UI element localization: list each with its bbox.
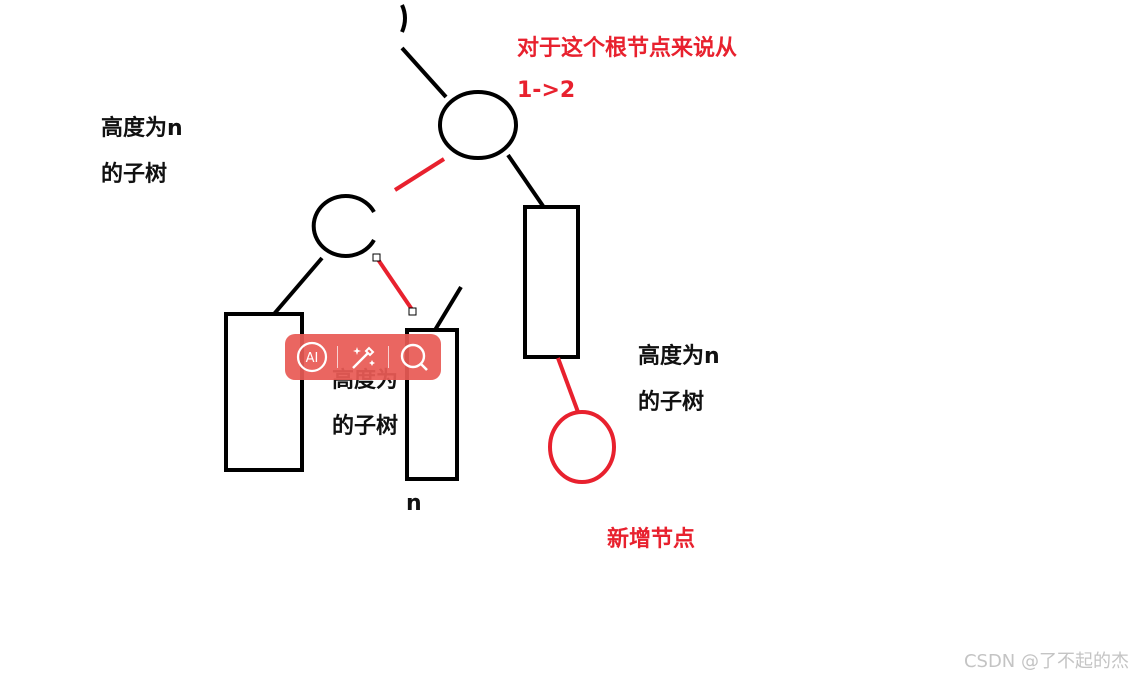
new-node <box>548 410 616 484</box>
root-note-line2: 1->2 <box>517 78 576 103</box>
right-subtree-label: 高度为n 的子树 <box>638 334 720 426</box>
root-note: 对于这个根节点来说从 1->2 <box>517 28 737 112</box>
selection-handle-end[interactable] <box>408 307 417 316</box>
selection-handle-start[interactable] <box>372 253 381 262</box>
new-node-label: 新增节点 <box>607 527 696 552</box>
edge-root-left-red <box>393 157 446 192</box>
edge-leftchild-middle-red <box>375 256 415 313</box>
ai-button[interactable]: AI <box>292 337 332 377</box>
top-partial-arc <box>400 4 407 33</box>
ai-icon-text: AI <box>305 351 318 366</box>
left-subtree-rect <box>224 312 304 472</box>
search-icon <box>401 343 429 371</box>
magic-wand-button[interactable] <box>343 337 383 377</box>
magic-wand-icon <box>352 346 375 369</box>
search-button[interactable] <box>394 337 434 377</box>
root-note-line1: 对于这个根节点来说从 <box>517 36 738 61</box>
ai-icon: AI <box>296 341 327 373</box>
left-subtree-label: 高度为n 的子树 <box>101 106 183 198</box>
middle-subtree-line2: 的子树 <box>332 414 399 439</box>
toolbar-separator <box>336 346 338 368</box>
right-subtree-line1: 高度为n <box>638 344 720 369</box>
floating-toolbar: AI <box>285 334 441 380</box>
right-subtree-rect <box>523 205 580 359</box>
middle-partial-n: n <box>406 491 422 516</box>
right-subtree-line2: 的子树 <box>638 390 705 415</box>
left-subtree-line1: 高度为n <box>101 116 183 141</box>
left-subtree-line2: 的子树 <box>101 162 168 187</box>
edge-new-node-red <box>556 357 580 413</box>
edge-parent-root <box>400 46 448 99</box>
edge-middle-subtree <box>433 285 463 332</box>
middle-subtree-rect <box>405 328 459 481</box>
root-node <box>438 90 518 160</box>
watermark: CSDN @了不起的杰 <box>963 651 1129 672</box>
edge-leftchild-leftsubtree <box>272 256 324 316</box>
edge-root-right <box>506 153 545 208</box>
toolbar-separator <box>388 346 390 368</box>
left-child-node <box>311 194 376 258</box>
